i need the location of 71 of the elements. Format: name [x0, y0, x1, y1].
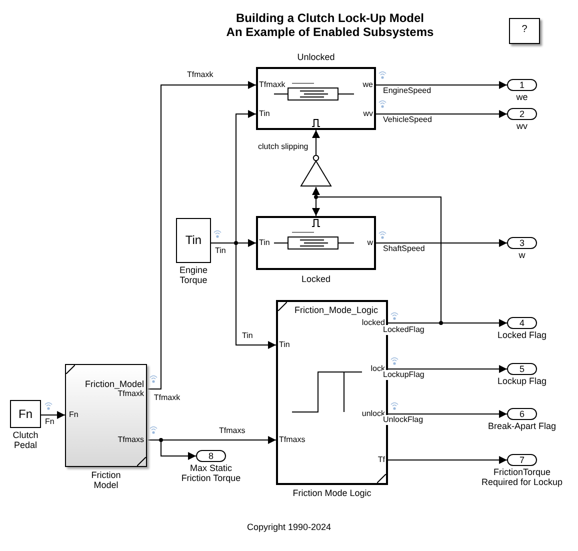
signal-label: EngineSpeed: [382, 86, 432, 96]
port-label: Tfmaxs: [118, 435, 144, 445]
port-label: Tf: [378, 455, 385, 465]
help-label: ?: [520, 24, 528, 36]
block-value: Tin: [184, 233, 203, 247]
block-name: Unlocked: [296, 52, 336, 63]
port-name: FrictionTorque Required for Lockup: [480, 467, 564, 487]
outport-block: 8: [196, 450, 226, 462]
port-name: we: [515, 92, 529, 102]
signal-line: [376, 110, 508, 118]
block-name: Clutch Pedal: [12, 430, 40, 450]
port-label: Tin: [279, 340, 290, 350]
outport-block: 5: [507, 363, 537, 375]
block-value: Fn: [17, 407, 34, 421]
not-gate: [300, 155, 332, 187]
signal-label: UnlockFlag: [382, 415, 424, 425]
signal-line: [376, 239, 508, 247]
signal-line: [210, 242, 276, 349]
diagram-title: Building a Clutch Lock-Up Model An Example of Enabled Subsystems: [225, 11, 435, 39]
block-name: Friction Mode Logic: [292, 488, 372, 499]
port-label: lock: [370, 364, 385, 373]
signal-label: clutch slipping: [257, 142, 310, 152]
outport-block: 6: [507, 408, 537, 420]
signal-label: Tfmaxk: [152, 393, 182, 403]
signal-line: [376, 81, 508, 89]
port-label: Tin: [259, 238, 270, 248]
signal-line: [388, 410, 508, 418]
signal-line: [312, 130, 320, 156]
help-button: [509, 18, 540, 44]
port-name: Max Static Friction Torque: [180, 463, 242, 483]
signal-label: LockupFlag: [382, 370, 426, 380]
port-label: w: [367, 238, 373, 248]
block-name: Friction Model: [90, 470, 122, 490]
port-label: Tfmaxk: [118, 389, 144, 399]
port-label: locked: [362, 318, 385, 327]
signal-line: [146, 81, 256, 390]
block-name: Friction_Mode_Logic: [294, 305, 378, 316]
port-label: Tin: [259, 109, 270, 119]
outport-block: 4: [507, 317, 537, 329]
port-name: Break-Apart Flag: [486, 421, 558, 431]
port-name: w: [518, 250, 526, 260]
block-name: Friction_Model: [84, 379, 144, 390]
outport-block: 3: [507, 237, 537, 249]
outport-block: 2: [507, 108, 537, 120]
block-name: Engine Torque: [178, 265, 209, 285]
signal-line: [388, 456, 508, 464]
signal-line: [40, 411, 66, 419]
copyright-note: Copyright 1990-2024: [246, 522, 332, 533]
signal-label: Fn: [44, 417, 56, 427]
port-label: wv: [363, 109, 373, 119]
port-name: Locked Flag: [496, 330, 548, 340]
outport-block: 7: [507, 454, 537, 466]
port-label: Fn: [69, 410, 78, 420]
block-name: Locked: [300, 274, 332, 285]
outport-block: 1: [507, 79, 537, 91]
signal-label: Tfmaxs: [218, 426, 246, 436]
signal-line: [388, 365, 508, 373]
port-name: Lockup Flag: [496, 376, 548, 386]
signal-label: VehicleSpeed: [382, 115, 433, 125]
signal-label: ShaftSpeed: [382, 244, 426, 254]
port-label: Tfmaxk: [259, 80, 286, 90]
signal-label: Tfmaxk: [186, 70, 214, 80]
signal-label: LockedFlag: [382, 325, 426, 335]
signal-label: Tin: [214, 246, 227, 256]
signal-line: [146, 440, 196, 460]
port-label: Tfmaxs: [279, 435, 306, 445]
signal-label: Tin: [241, 331, 254, 341]
port-label: unlock: [362, 409, 385, 418]
subsystem-block: [256, 52, 376, 130]
port-label: we: [362, 80, 373, 90]
port-name: wv: [516, 121, 528, 131]
